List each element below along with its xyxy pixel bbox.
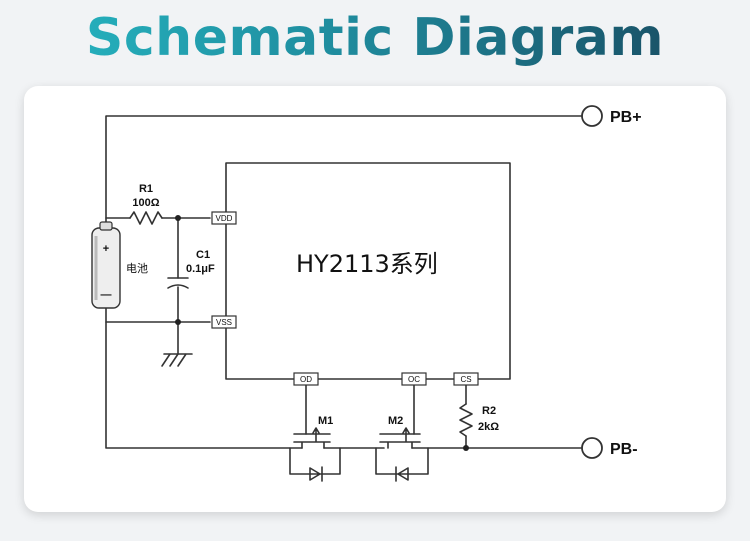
diode-m2 bbox=[375, 447, 429, 482]
diagram-card bbox=[24, 86, 726, 512]
terminal-pb-minus-icon bbox=[581, 437, 603, 459]
c1-value: 0.1μF bbox=[186, 263, 215, 275]
r1-name: R1 bbox=[139, 183, 153, 195]
r2-name: R2 bbox=[482, 405, 496, 417]
pin-vss: VSS bbox=[216, 318, 232, 327]
c1-name: C1 bbox=[196, 249, 210, 261]
node-dot bbox=[175, 215, 181, 221]
terminal-pb-plus-icon bbox=[581, 105, 603, 127]
battery-plus-sign: + bbox=[103, 243, 109, 255]
diode-m1 bbox=[289, 447, 341, 482]
resistor-r2 bbox=[459, 403, 473, 437]
node-dot bbox=[463, 445, 469, 451]
capacitor-c1 bbox=[167, 277, 189, 289]
battery-icon bbox=[91, 221, 121, 309]
resistor-r1 bbox=[129, 211, 163, 225]
wire-bottom-rail bbox=[105, 305, 303, 449]
pin-oc: OC bbox=[408, 375, 420, 384]
terminal-pb-plus-label: PB+ bbox=[610, 109, 642, 126]
wire-top-rail bbox=[105, 115, 583, 229]
m2-label: M2 bbox=[388, 415, 403, 427]
ic-label: HY2113系列 bbox=[296, 250, 438, 278]
pin-od: OD bbox=[300, 375, 312, 384]
node-dot bbox=[175, 319, 181, 325]
pin-vdd: VDD bbox=[216, 214, 233, 223]
r1-value: 100Ω bbox=[132, 197, 159, 209]
page-title: Schematic Diagram bbox=[0, 0, 750, 80]
ic-body bbox=[225, 162, 511, 380]
r2-value: 2kΩ bbox=[478, 421, 499, 433]
mosfet-m1 bbox=[293, 427, 331, 449]
mosfet-m2 bbox=[379, 427, 421, 449]
battery-minus-sign: — bbox=[101, 289, 112, 301]
ground-symbol bbox=[161, 353, 193, 367]
battery-label: 电池 bbox=[126, 262, 148, 275]
pin-cs: CS bbox=[460, 375, 471, 384]
m1-label: M1 bbox=[318, 415, 333, 427]
terminal-pb-minus-label: PB- bbox=[610, 441, 638, 458]
